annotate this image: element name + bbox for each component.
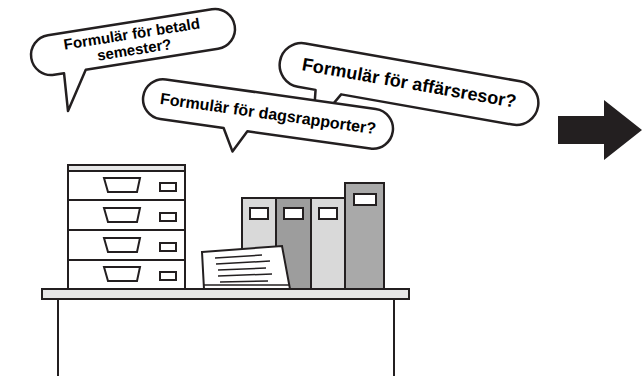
paper-line bbox=[220, 281, 268, 282]
bubble-shape bbox=[137, 77, 395, 173]
drawer-label bbox=[160, 183, 176, 191]
drawer-line bbox=[68, 259, 185, 261]
cabinet-frame bbox=[68, 165, 185, 289]
drawer-handle bbox=[104, 178, 140, 192]
drawer-label bbox=[160, 213, 176, 221]
binder-label bbox=[354, 194, 376, 205]
paper-line bbox=[216, 261, 270, 264]
binder bbox=[345, 183, 384, 289]
desk-top bbox=[42, 289, 409, 299]
binder bbox=[311, 198, 345, 289]
drawer-label bbox=[160, 243, 176, 251]
drawer-cabinet bbox=[68, 165, 185, 289]
drawer-label bbox=[160, 272, 176, 280]
bubble-text: Formulär för betald semester? bbox=[29, 10, 238, 75]
drawer-line bbox=[68, 229, 185, 231]
binder-label bbox=[319, 208, 337, 219]
drawer-handle bbox=[104, 208, 140, 222]
desk-body bbox=[58, 298, 394, 376]
cabinet-top bbox=[68, 165, 185, 171]
speech-bubble: Formulär för betald semester? bbox=[28, 6, 238, 78]
drawer-handle bbox=[104, 267, 140, 281]
binder-label bbox=[250, 208, 268, 219]
drawer-line bbox=[68, 199, 185, 201]
paper-line bbox=[218, 274, 272, 276]
paper bbox=[202, 246, 290, 289]
paper-edge bbox=[204, 284, 290, 286]
paper-line bbox=[215, 255, 262, 258]
direction-arrow bbox=[558, 100, 642, 160]
paper-line bbox=[218, 268, 266, 270]
binder-label bbox=[284, 208, 303, 219]
paper-stack bbox=[202, 246, 290, 289]
drawer-handle bbox=[104, 238, 140, 252]
